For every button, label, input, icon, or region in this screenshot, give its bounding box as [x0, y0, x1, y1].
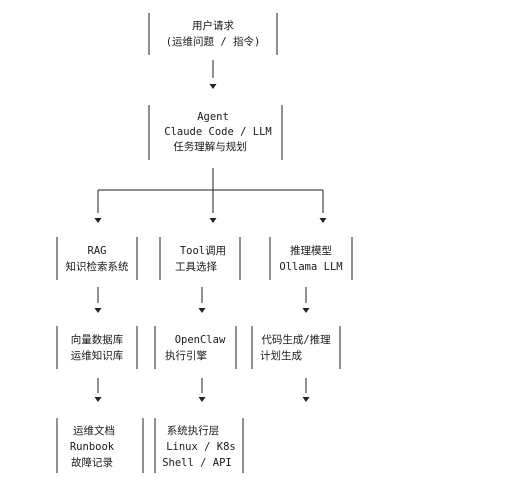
arrow-tool-to-openclaw	[198, 308, 206, 313]
node-reasoning-model: 推理模型 Ollama LLM	[269, 237, 353, 280]
arrow-rag-to-vectordb	[94, 308, 102, 313]
node-agent-line-1: Agent	[197, 111, 229, 123]
node-system-layer-line-2: Linux / K8s	[166, 441, 236, 453]
node-rag: RAG 知识检索系统	[56, 237, 138, 280]
node-ops-docs-line-1: 运维文档	[73, 424, 115, 437]
node-user-request: 用户请求 (运维问题 / 指令)	[148, 13, 278, 55]
arrow-agent-to-tool	[209, 218, 217, 223]
node-agent-line-2: Claude Code / LLM	[164, 126, 271, 138]
arrow-user-to-agent	[209, 84, 217, 89]
node-openclaw: OpenClaw 执行引擎	[154, 326, 237, 369]
arrow-agent-to-reasoning	[319, 218, 327, 223]
node-agent: Agent Claude Code / LLM 任务理解与规划	[148, 105, 283, 160]
node-user-request-line-1: 用户请求	[192, 19, 234, 32]
node-system-layer-line-1: 系统执行层	[167, 424, 220, 437]
node-tool-line-1: Tool调用	[180, 245, 226, 257]
arrow-codegen-out	[302, 397, 310, 402]
node-tool: Tool调用 工具选择	[159, 237, 241, 280]
arrow-openclaw-to-syslayer	[198, 397, 206, 402]
node-codegen: 代码生成/推理 计划生成	[251, 326, 341, 369]
node-reasoning-line-2: Ollama LLM	[279, 261, 342, 273]
node-system-layer-line-3: Shell / API	[162, 457, 232, 469]
node-vector-db: 向量数据库 运维知识库	[56, 326, 138, 369]
node-vector-db-line-2: 运维知识库	[71, 349, 124, 362]
node-system-layer: 系统执行层 Linux / K8s Shell / API	[154, 418, 244, 473]
node-codegen-line-1: 代码生成/推理	[261, 333, 331, 346]
connectors	[94, 60, 327, 402]
node-tool-line-2: 工具选择	[175, 260, 217, 273]
node-vector-db-line-1: 向量数据库	[71, 333, 124, 346]
node-openclaw-line-2: 执行引擎	[165, 349, 207, 362]
arrow-reasoning-to-codegen	[302, 308, 310, 313]
node-openclaw-line-1: OpenClaw	[175, 334, 226, 346]
node-reasoning-line-1: 推理模型	[290, 244, 332, 257]
node-rag-line-2: 知识检索系统	[66, 260, 129, 273]
arrow-vectordb-to-opsdocs	[94, 397, 102, 402]
node-ops-docs-line-3: 故障记录	[71, 456, 113, 469]
node-user-request-line-2: (运维问题 / 指令)	[166, 35, 261, 48]
node-agent-line-3: 任务理解与规划	[173, 140, 247, 153]
node-rag-line-1: RAG	[88, 245, 107, 257]
node-ops-docs: 运维文档 Runbook 故障记录	[56, 418, 144, 473]
arrow-agent-to-rag	[94, 218, 102, 223]
node-ops-docs-line-2: Runbook	[70, 441, 115, 453]
node-codegen-line-2: 计划生成	[260, 349, 302, 362]
